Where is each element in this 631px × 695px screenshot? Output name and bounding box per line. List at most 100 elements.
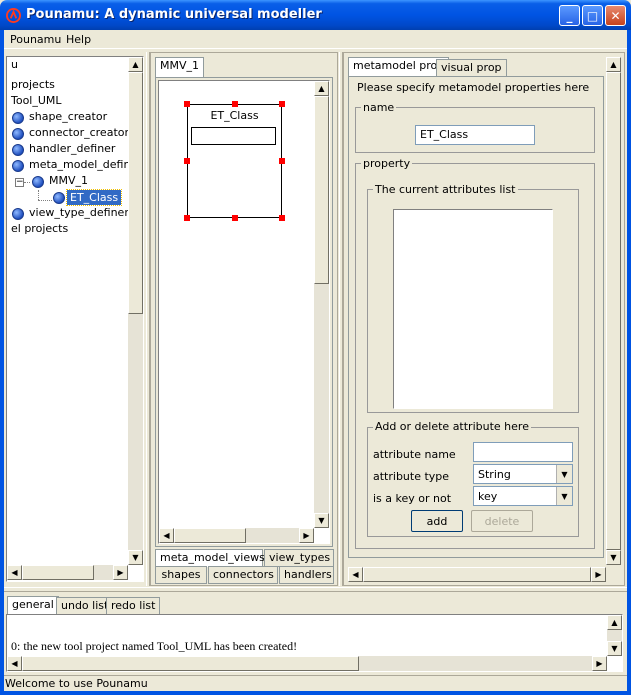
tree-row-mmv-1[interactable]: MMV_1 — [49, 174, 89, 187]
chevron-down-icon[interactable]: ▼ — [556, 465, 572, 483]
scroll-up-icon[interactable]: ▲ — [606, 57, 621, 72]
scroll-down-icon[interactable]: ▼ — [607, 641, 622, 656]
attribute-edit-label: Add or delete attribute here — [373, 420, 531, 433]
node-icon — [53, 192, 65, 204]
console-output[interactable]: 0: the new tool project named Tool_UML h… — [6, 614, 623, 672]
tree-horizontal-scrollbar[interactable]: ◀ ▶ — [7, 565, 128, 580]
scroll-thumb[interactable] — [128, 72, 143, 314]
scroll-down-icon[interactable]: ▼ — [606, 550, 621, 565]
menu-bar: Pounamu Help — [4, 30, 627, 49]
chevron-down-icon[interactable]: ▼ — [556, 487, 572, 505]
resize-handle[interactable] — [279, 215, 285, 221]
scroll-thumb[interactable] — [22, 656, 359, 671]
tab-connectors[interactable]: connectors — [208, 566, 278, 584]
tab-view-types[interactable]: view_types — [264, 549, 334, 567]
scroll-up-icon[interactable]: ▲ — [314, 81, 329, 96]
scroll-down-icon[interactable]: ▼ — [314, 513, 329, 528]
tree-row-tool-uml[interactable]: Tool_UML — [11, 94, 62, 107]
shape-attribute-box — [191, 127, 276, 145]
tree-row-projects[interactable]: projects — [11, 78, 55, 91]
canvas-vertical-scrollbar[interactable]: ▲ ▼ — [314, 81, 329, 528]
resize-handle[interactable] — [232, 215, 238, 221]
minimize-button[interactable]: _ — [559, 5, 580, 26]
instructions-text: Please specify metamodel properties here — [355, 81, 592, 94]
scroll-right-icon[interactable]: ▶ — [592, 656, 607, 671]
tree-connector-line — [38, 190, 39, 200]
is-key-select[interactable]: key ▼ — [473, 486, 573, 506]
scroll-thumb[interactable] — [22, 565, 94, 580]
node-icon — [32, 176, 44, 188]
title-bar[interactable]: Pounamu: A dynamic universal modeller _ … — [0, 0, 631, 30]
tab-undo-list[interactable]: undo list — [56, 597, 114, 615]
scroll-right-icon[interactable]: ▶ — [591, 567, 606, 582]
scroll-thumb[interactable] — [606, 72, 621, 550]
console-horizontal-scrollbar[interactable]: ◀ ▶ — [7, 656, 607, 671]
tree-collapse-toggle[interactable]: − — [15, 177, 24, 187]
properties-vertical-scrollbar[interactable]: ▲ ▼ — [606, 57, 621, 565]
resize-handle[interactable] — [184, 101, 190, 107]
menu-pounamu[interactable]: Pounamu — [10, 33, 62, 46]
scroll-up-icon[interactable]: ▲ — [128, 57, 143, 72]
tab-content-frame: ET_Class ▲ ▼ ◀ ▶ — [155, 77, 333, 547]
resize-handle[interactable] — [279, 101, 285, 107]
tab-shapes[interactable]: shapes — [155, 566, 207, 584]
et-class-shape[interactable]: ET_Class — [187, 104, 282, 218]
scroll-thumb[interactable] — [314, 96, 329, 284]
attribute-name-input[interactable] — [473, 442, 573, 462]
tab-general[interactable]: general — [7, 596, 59, 615]
tree-row-model-projects[interactable]: el projects — [11, 222, 69, 235]
tab-visual-prop[interactable]: visual prop — [436, 59, 507, 77]
maximize-button[interactable]: □ — [582, 5, 603, 26]
tab-handlers[interactable]: handlers — [279, 566, 334, 584]
resize-handle[interactable] — [279, 158, 285, 164]
tab-redo-list[interactable]: redo list — [106, 597, 161, 615]
resize-handle[interactable] — [184, 215, 190, 221]
add-attribute-button[interactable]: add — [411, 510, 463, 532]
scroll-right-icon[interactable]: ▶ — [299, 528, 314, 543]
resize-handle[interactable] — [232, 101, 238, 107]
window-frame-left — [0, 30, 4, 695]
scroll-left-icon[interactable]: ◀ — [348, 567, 363, 582]
tree-row-et-class-selected[interactable]: ET_Class — [65, 189, 123, 206]
attribute-type-select[interactable]: String ▼ — [473, 464, 573, 484]
splitter-bottom[interactable] — [4, 587, 627, 592]
scroll-thumb[interactable] — [363, 567, 591, 582]
menu-help[interactable]: Help — [66, 33, 92, 46]
scroll-right-icon[interactable]: ▶ — [113, 565, 128, 580]
scroll-up-icon[interactable]: ▲ — [607, 615, 622, 630]
splitter-left[interactable] — [146, 52, 150, 586]
tree-row-handler-definer[interactable]: handler_definer — [29, 142, 116, 155]
scroll-thumb[interactable] — [174, 528, 246, 543]
tree-row-view-type-definer[interactable]: view_type_definer — [29, 206, 129, 219]
tree-row-shape-creator[interactable]: shape_creator — [29, 110, 108, 123]
attribute-type-label: attribute type — [373, 470, 450, 483]
attributes-list[interactable] — [393, 209, 553, 409]
tree-row-root[interactable]: u — [11, 58, 18, 71]
is-key-value: key — [478, 490, 498, 503]
diagram-canvas[interactable]: ET_Class ▲ ▼ ◀ ▶ — [158, 80, 330, 544]
properties-horizontal-scrollbar[interactable]: ◀ ▶ — [348, 567, 606, 582]
canvas-horizontal-scrollbar[interactable]: ◀ ▶ — [159, 528, 314, 543]
attribute-name-label: attribute name — [373, 448, 456, 461]
tree-row-connector-creator[interactable]: connector_creator — [29, 126, 130, 139]
scroll-left-icon[interactable]: ◀ — [7, 565, 22, 580]
console-message: 0: the new tool project named Tool_UML h… — [11, 639, 298, 653]
scroll-left-icon[interactable]: ◀ — [159, 528, 174, 543]
scroll-down-icon[interactable]: ▼ — [128, 550, 143, 565]
project-tree-panel[interactable]: u projects Tool_UML shape_creator connec… — [6, 56, 144, 582]
close-button[interactable]: ✕ — [605, 5, 626, 26]
minimize-icon: _ — [566, 8, 573, 23]
scroll-left-icon[interactable]: ◀ — [7, 656, 22, 671]
app-logo-icon — [6, 8, 21, 23]
tab-metamodel-prop[interactable]: metamodel prop — [348, 57, 450, 77]
tree-vertical-scrollbar[interactable]: ▲ ▼ — [128, 57, 143, 565]
resize-handle[interactable] — [184, 158, 190, 164]
attribute-type-value: String — [478, 468, 511, 481]
tab-mmv-1[interactable]: MMV_1 — [155, 57, 205, 78]
name-field[interactable]: ET_Class — [415, 125, 535, 145]
tree-row-meta-model-definer[interactable]: meta_model_definer — [29, 158, 142, 171]
splitter-right[interactable] — [339, 52, 343, 586]
console-vertical-scrollbar[interactable]: ▲ ▼ — [607, 615, 622, 656]
delete-attribute-button[interactable]: delete — [471, 510, 533, 532]
tab-meta-model-views[interactable]: meta_model_views — [155, 549, 265, 567]
